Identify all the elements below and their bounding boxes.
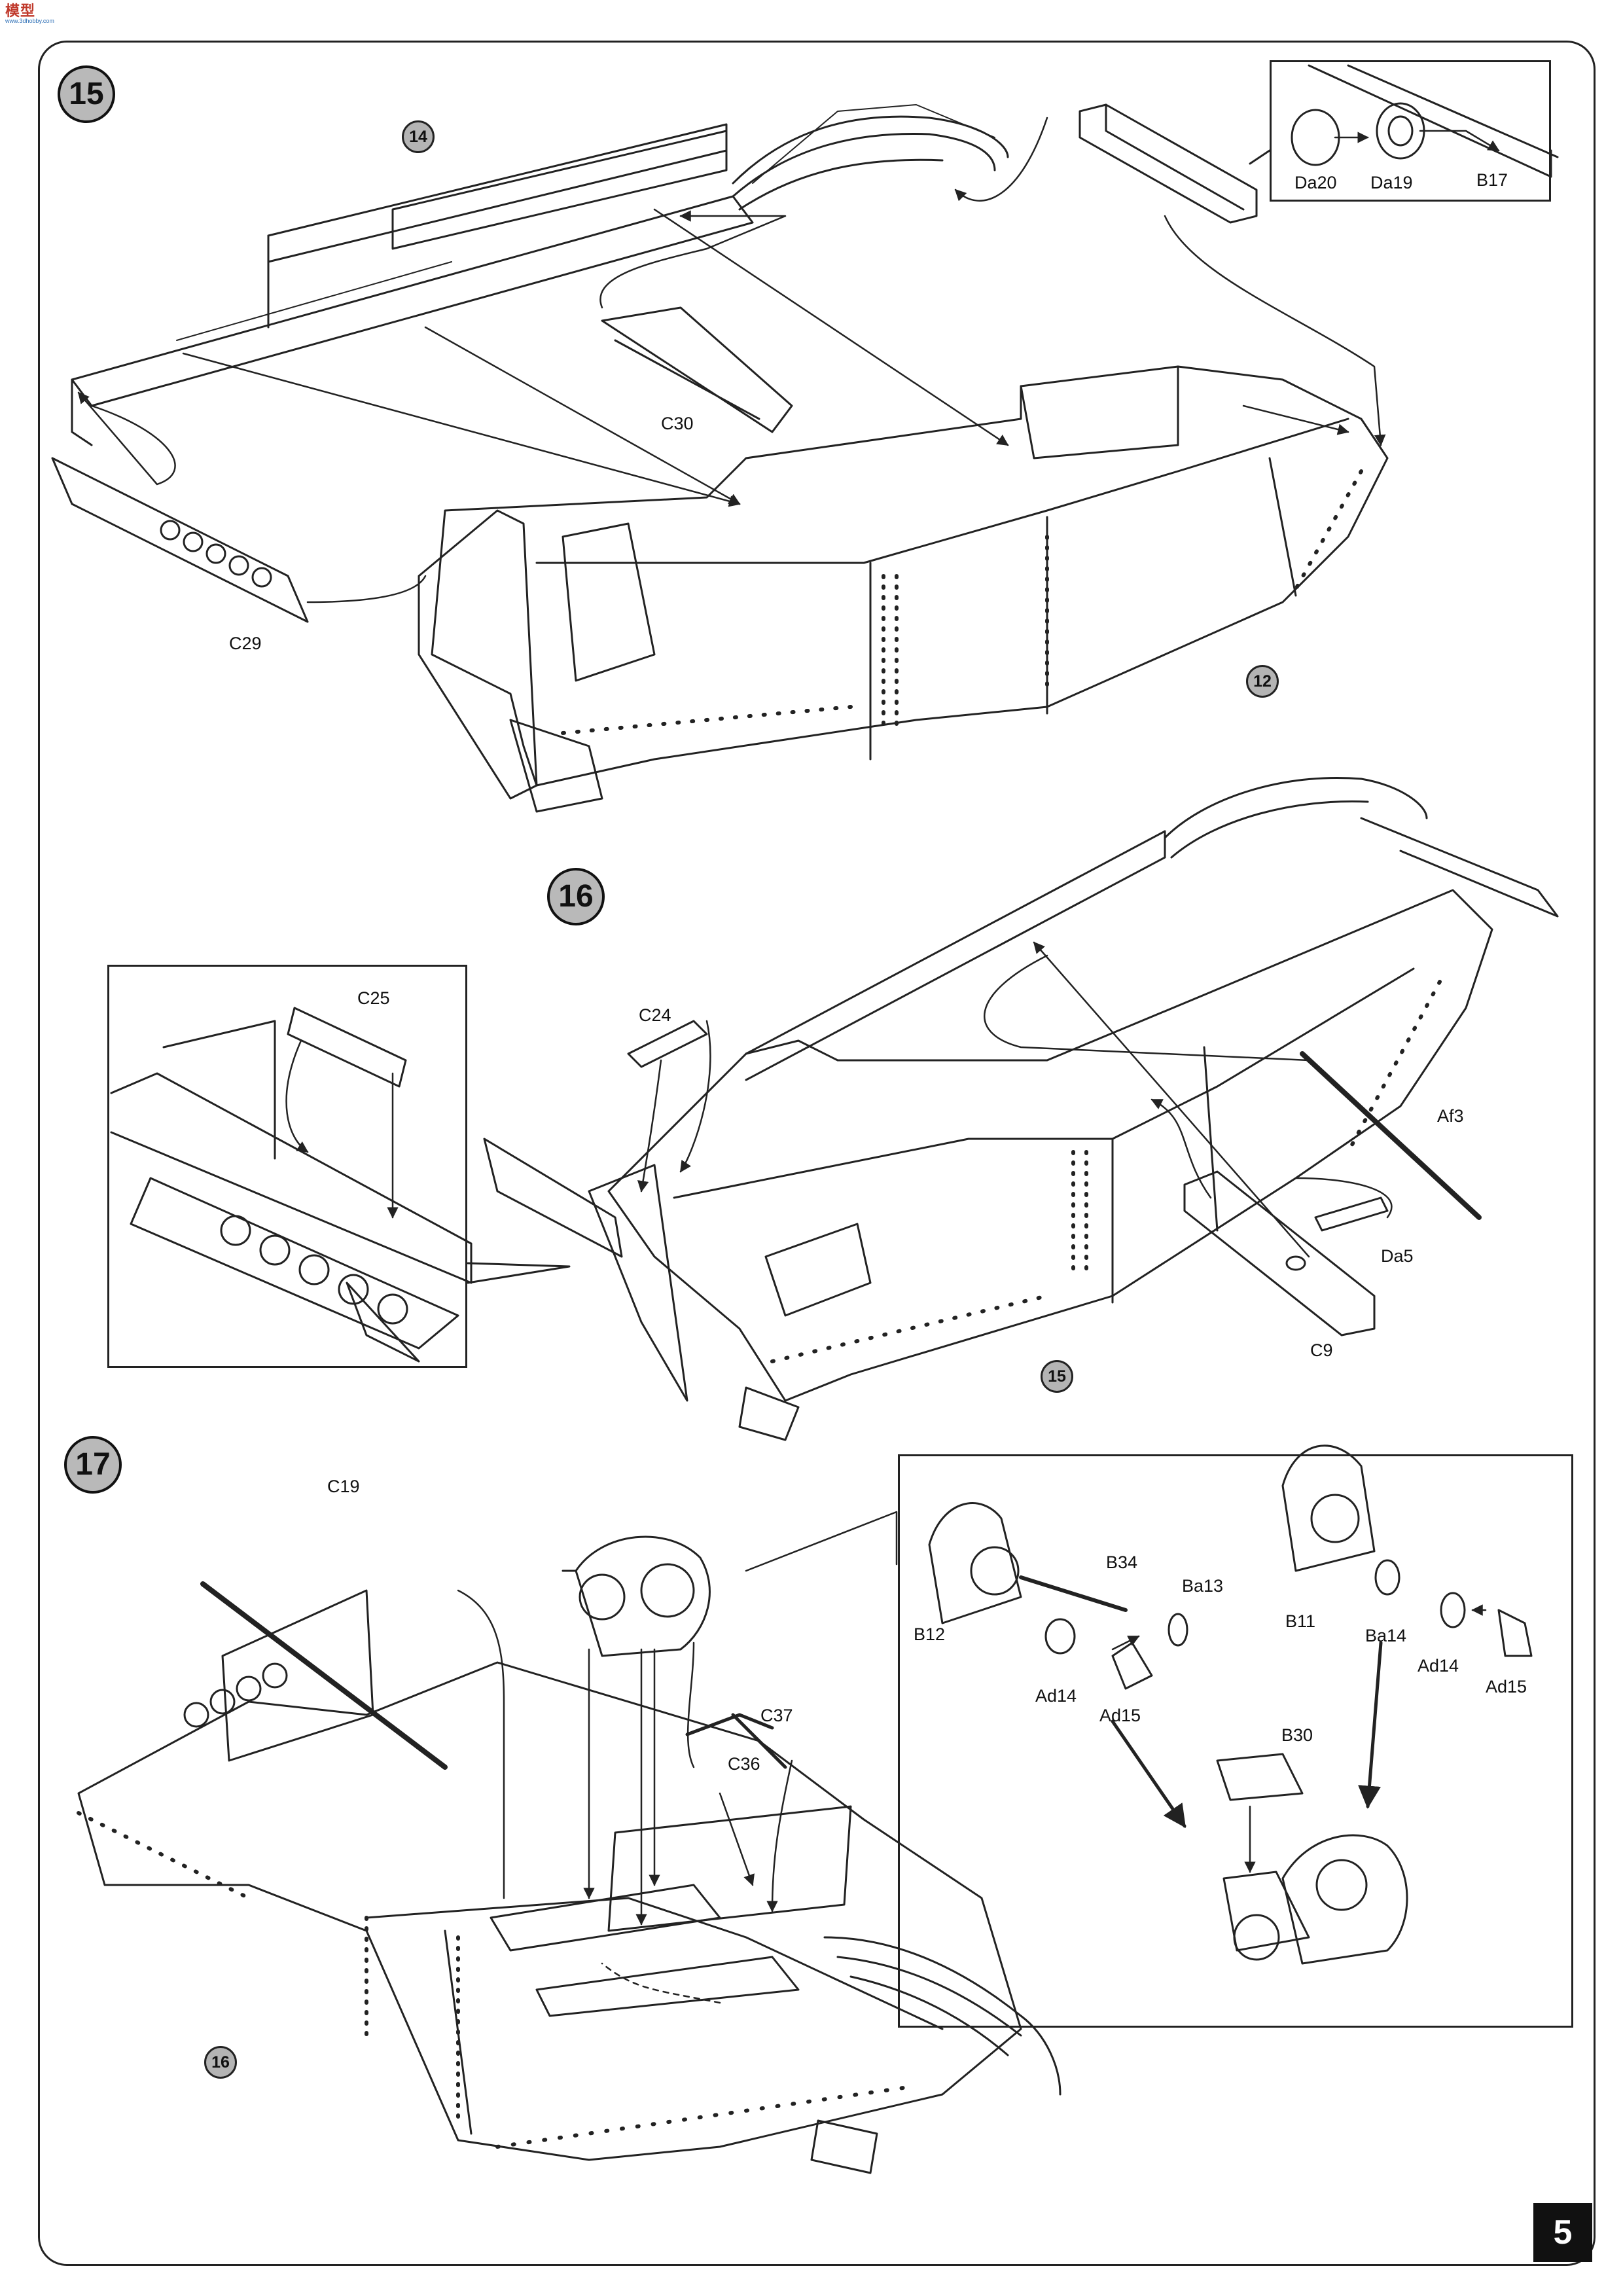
step-16-badge: 16 [547,868,605,925]
step15-hull [418,365,1389,813]
part-label-ba13: Ba13 [1182,1576,1224,1596]
step17-inset-art [928,1444,1533,1965]
part-label-da20: Da20 [1294,173,1337,192]
part-label-c30: C30 [661,414,694,433]
step-17-badge: 17 [64,1436,122,1494]
part-label-ad15-right: Ad15 [1486,1677,1527,1696]
part-label-c36: C36 [728,1754,760,1774]
part-label-b17: B17 [1476,170,1508,190]
step16-inset-art [110,1007,571,1363]
part-label-c24: C24 [639,1005,671,1025]
part-label-c29: C29 [229,634,262,653]
part-label-b11: B11 [1285,1611,1316,1631]
page-frame [38,41,1596,2266]
step17-leader-lines [457,1511,898,2004]
ref-callout-12: 12 [1246,665,1279,698]
part-label-c37: C37 [760,1706,793,1725]
step16-parts [627,1020,1482,1336]
step16-hull [483,776,1559,1441]
step16-leader-lines [637,941,1393,1258]
part-label-b30: B30 [1281,1725,1313,1745]
part-label-c25: C25 [357,988,390,1008]
ref-callout-14: 14 [402,120,435,153]
part-label-da19: Da19 [1370,173,1413,192]
ref-callout-15: 15 [1041,1360,1073,1393]
step17-parts [200,1535,787,1770]
step-15-badge: 15 [58,65,115,123]
logo-text: 模型 [5,3,36,19]
part-label-ad14-right: Ad14 [1418,1656,1459,1676]
step16-detail-inset [107,965,467,1368]
part-label-ad14-left: Ad14 [1035,1686,1077,1706]
part-label-ad15-left: Ad15 [1099,1706,1141,1725]
step17-detail-inset [898,1454,1573,2028]
page-number: 5 [1533,2203,1592,2262]
ref-callout-16: 16 [204,2046,237,2079]
part-label-af3: Af3 [1437,1106,1464,1126]
part-label-da5: Da5 [1381,1246,1414,1266]
step15-side-rail [71,104,1009,446]
part-label-c19: C19 [327,1477,360,1496]
step15-detail-inset [1270,60,1551,202]
step15-leader-lines [77,117,1386,603]
part-label-b34: B34 [1106,1552,1138,1572]
part-label-b12: B12 [914,1624,946,1644]
part-label-c9: C9 [1310,1340,1333,1360]
site-logo: 模型 www.3dhobby.com [5,3,54,24]
logo-url: www.3dhobby.com [5,18,54,24]
step15-parts [51,103,1258,623]
step15-inset-art [1249,64,1559,178]
part-label-ba14: Ba14 [1365,1626,1407,1645]
